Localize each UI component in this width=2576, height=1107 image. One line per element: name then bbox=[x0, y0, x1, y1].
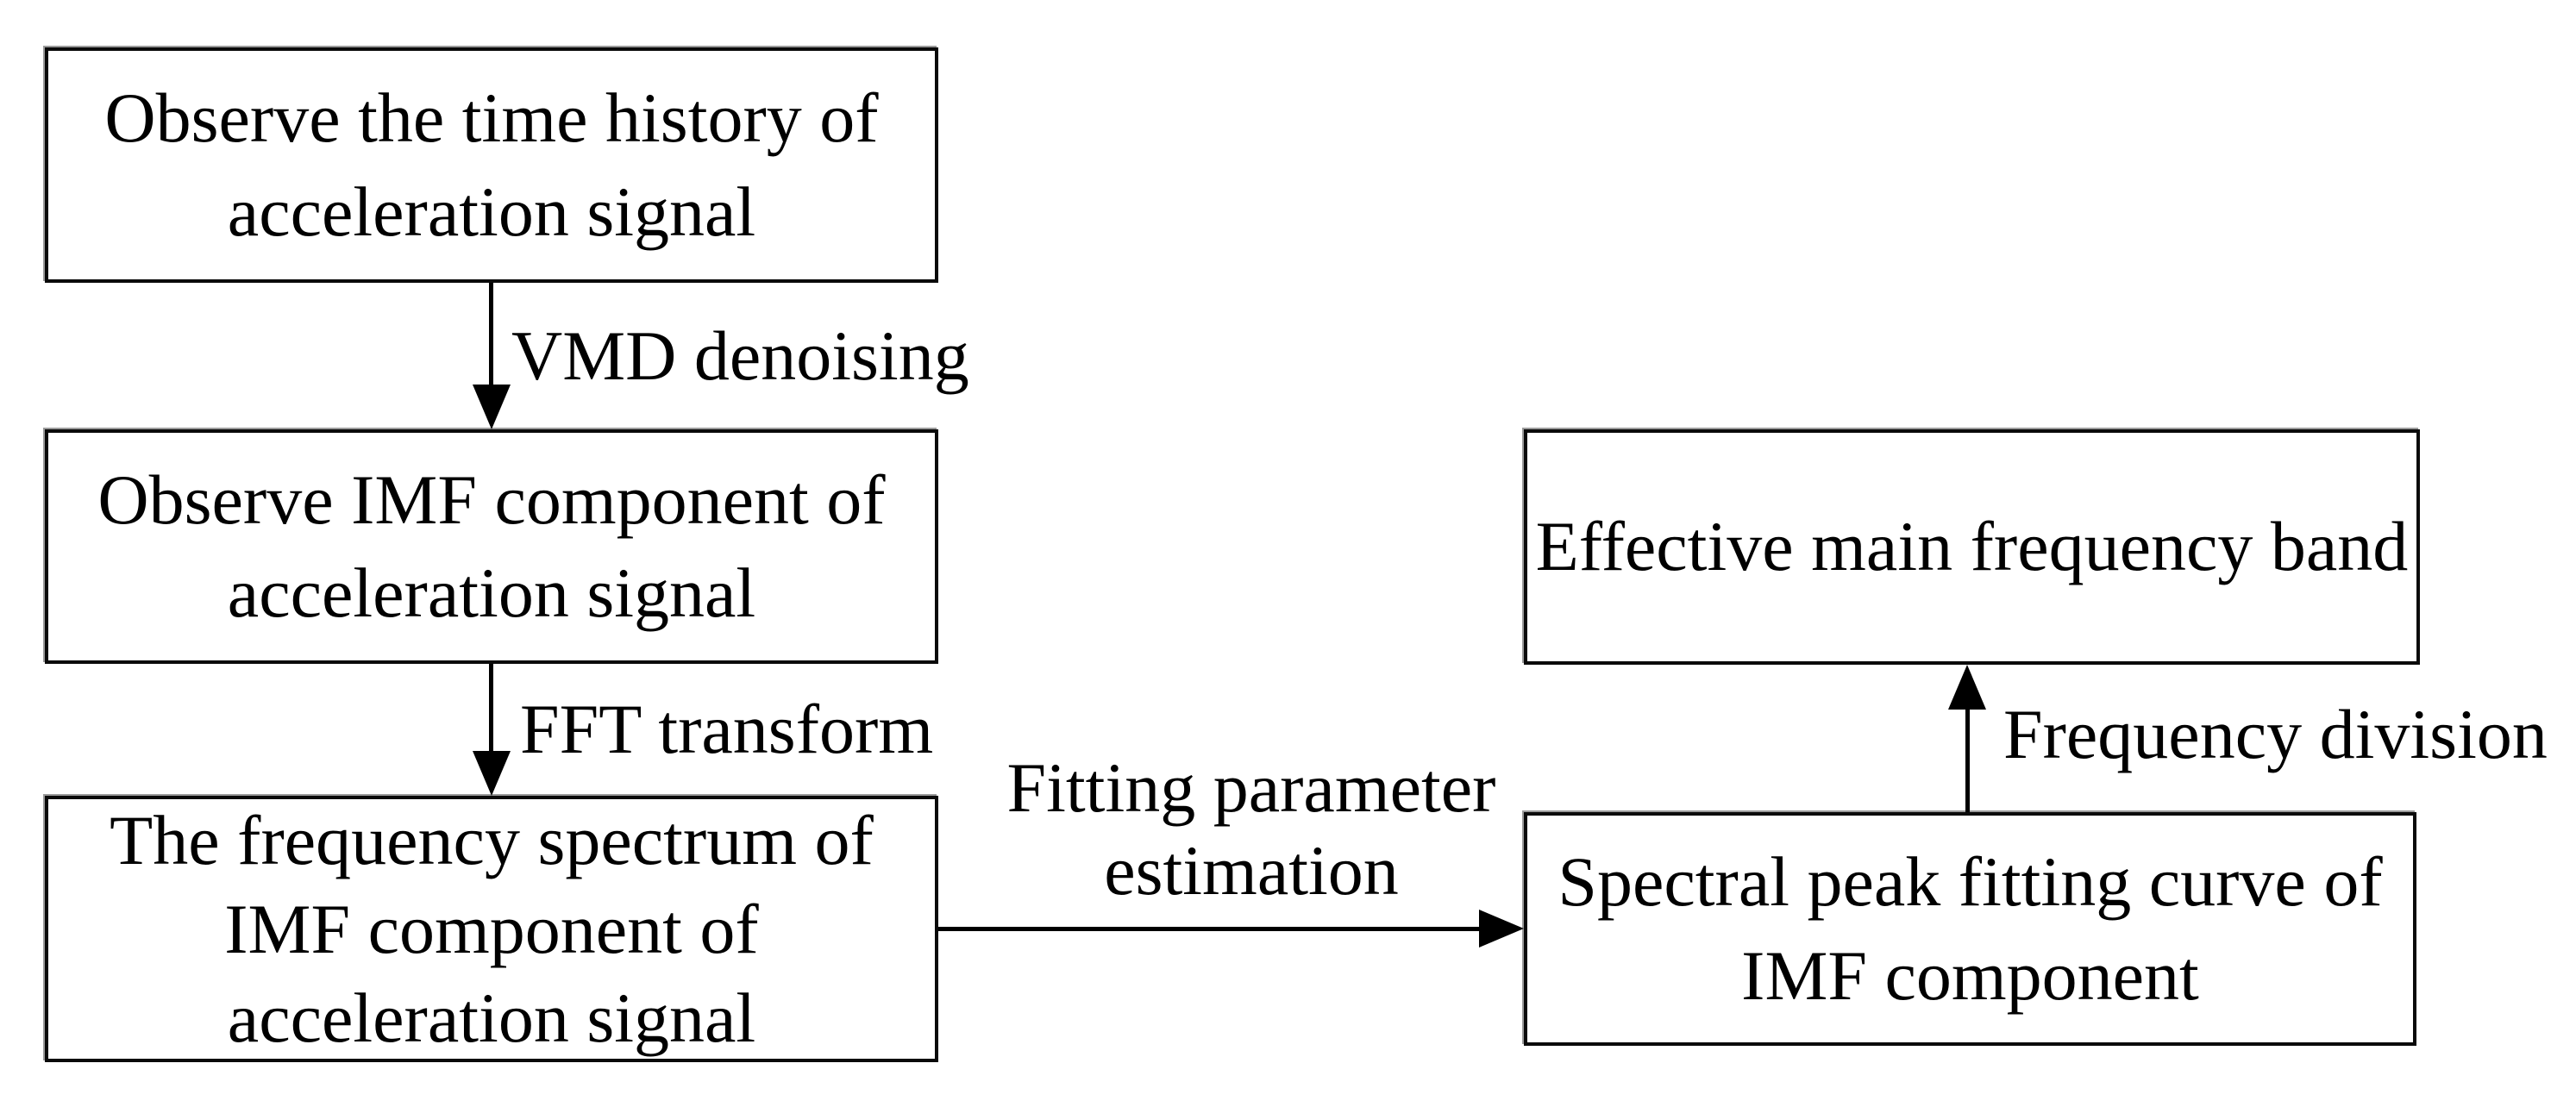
arrow-frequency-division-line bbox=[1965, 708, 1970, 812]
node-spectral-peak-fitting: Spectral peak fitting curve of IMF compo… bbox=[1524, 812, 2416, 1046]
edge-label-fft-transform: FFT transform bbox=[520, 690, 934, 768]
arrow-vmd-line bbox=[489, 283, 493, 388]
node-observe-imf-component: Observe IMF component of acceleration si… bbox=[45, 429, 938, 664]
node-observe-time-history: Observe the time history of acceleration… bbox=[45, 47, 938, 283]
node-effective-main-frequency-band: Effective main frequency band bbox=[1524, 429, 2420, 665]
edge-label-fitting-parameter-estimation: Fitting parameter estimation bbox=[1006, 748, 1496, 910]
arrow-fitting-line bbox=[938, 927, 1481, 931]
edge-label-vmd-denoising: VMD denoising bbox=[511, 316, 969, 395]
edge-label-frequency-division: Frequency division bbox=[2003, 695, 2548, 773]
arrow-fft-line bbox=[489, 664, 493, 753]
node-frequency-spectrum: The frequency spectrum of IMF component … bbox=[45, 796, 938, 1062]
arrow-right-icon bbox=[1479, 910, 1524, 948]
arrow-down-icon bbox=[473, 385, 511, 429]
arrow-up-icon bbox=[1948, 665, 1986, 710]
arrow-down-icon bbox=[473, 751, 511, 796]
